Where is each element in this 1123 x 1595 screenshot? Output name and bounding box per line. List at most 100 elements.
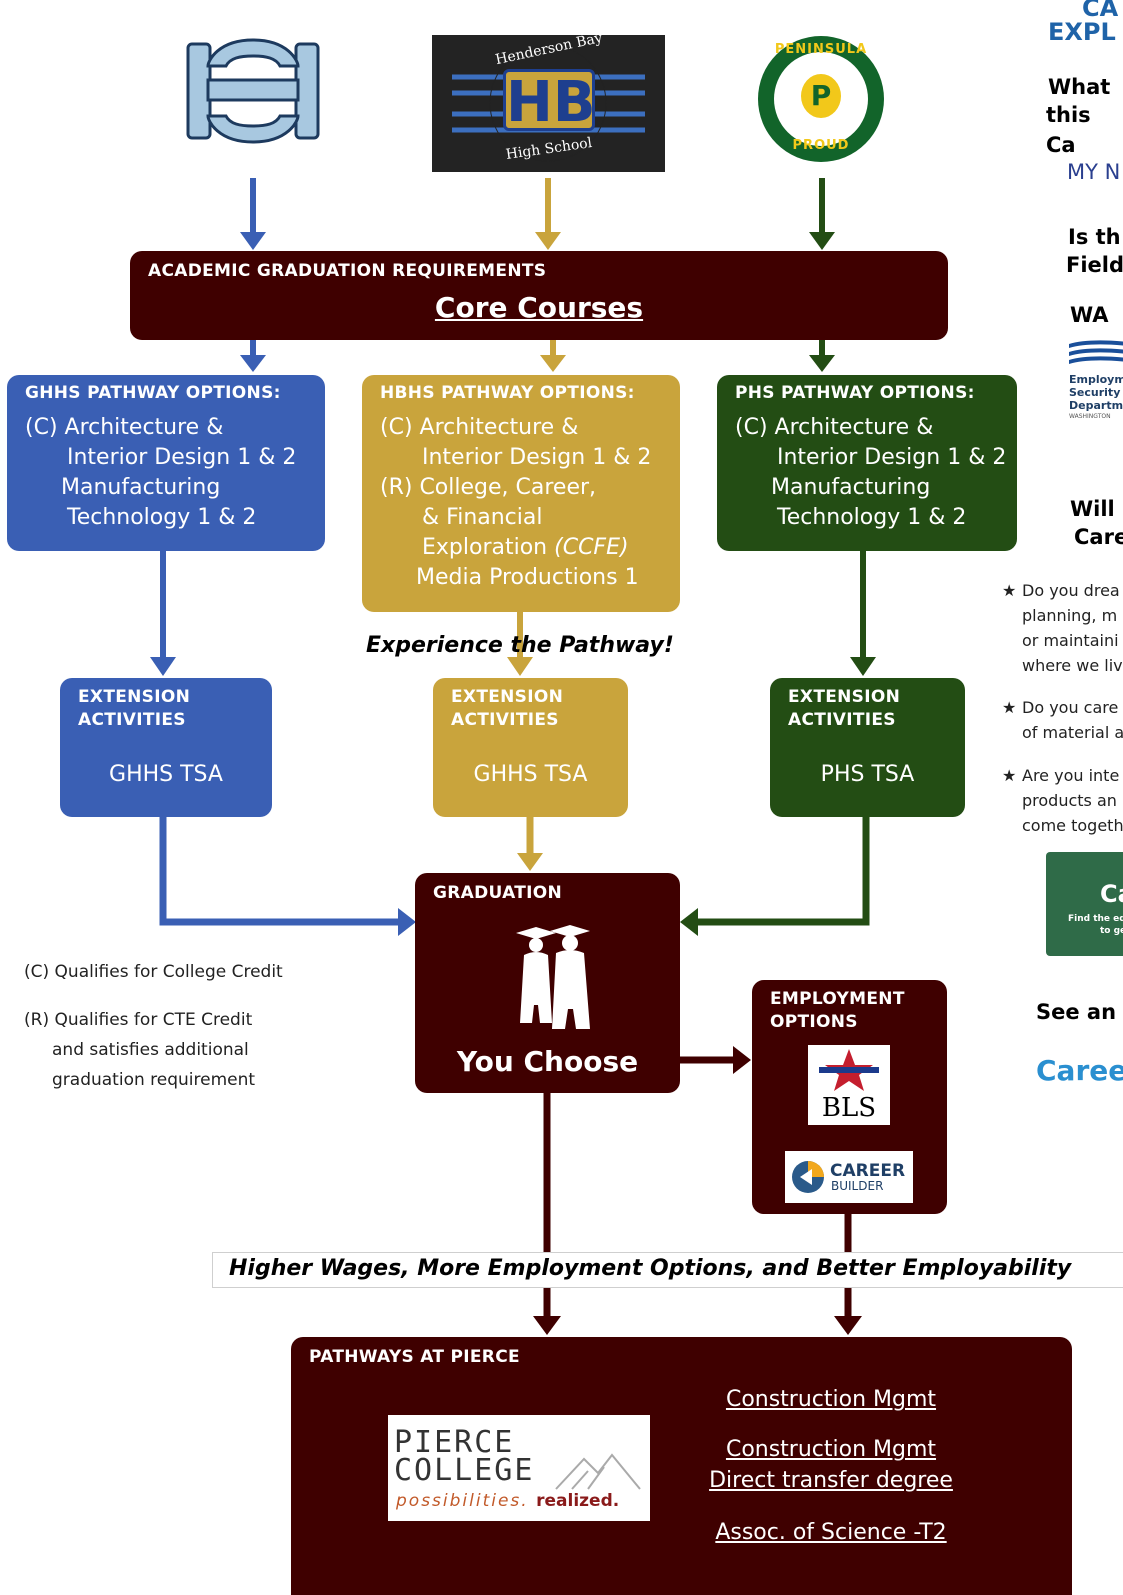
right-caree[interactable]: Caree [1036,1054,1123,1087]
phs-pathway-box: PHS PATHWAY OPTIONS: (C) Architecture & … [717,375,1017,551]
right-q3-2: Care [1074,525,1123,549]
career-badge[interactable]: Ca Find the edu to ge [1046,852,1123,956]
you-choose-title: You Choose [456,1045,639,1078]
career-badge-sub-1: Find the edu [1068,914,1123,924]
right-panel: CA EXPL What this Ca MY N Is th Field WA… [990,0,1123,1160]
career-builder-logo[interactable]: CAREER BUILDER [785,1151,913,1203]
career-builder-text-2: BUILDER [831,1179,884,1193]
ghhs-course-line: Manufacturing [61,475,221,500]
pierce-link-construction-mgmt[interactable]: Construction Mgmt [725,1387,937,1412]
star-icon: ★ [1002,581,1017,600]
ghhs-extension-box: EXTENSION ACTIVITIES GHHS TSA [60,678,272,817]
pierce-pathways-box: PATHWAYS AT PIERCE PIERCE COLLEGE possib… [291,1337,1072,1595]
esd-text-2: Security [1069,386,1121,399]
right-my-n[interactable]: MY N [1067,160,1121,184]
hbhs-pathway-header: HBHS PATHWAY OPTIONS: [380,383,635,403]
star-icon: ★ [1002,698,1017,717]
esd-wave-icon [1069,340,1123,364]
career-builder-text-1: CAREER [830,1161,906,1181]
esd-text-4: WASHINGTON [1069,413,1111,420]
extension-header-2: ACTIVITIES [78,710,186,730]
right-wa: WA [1070,303,1109,327]
pierce-link-assoc-science[interactable]: Assoc. of Science -T2 [715,1520,947,1545]
right-bullet-2: ★ Do you care of material a [1002,695,1123,745]
star-icon: ★ [1002,766,1017,785]
experience-label: Experience the Pathway! [366,633,674,658]
employment-header-2: OPTIONS [770,1012,858,1032]
bls-text: BLS [821,1093,877,1123]
legend-r-3: graduation requirement [52,1070,256,1090]
pierce-header: PATHWAYS AT PIERCE [309,1347,520,1367]
graduation-box: GRADUATION You Choose [415,873,680,1093]
graduates-icon [516,925,590,1029]
hbhs-course-line: (R) College, Career, [380,475,597,500]
academic-requirements-box: ACADEMIC GRADUATION REQUIREMENTS Core Co… [130,251,948,340]
right-bullet-1: ★ Do you drea planning, m or maintaini w… [1002,578,1123,678]
bullet-line: come togeth [1022,816,1123,835]
legend-c: (C) Qualifies for College Credit [24,962,283,982]
bls-star-icon [819,1049,879,1091]
hbhs-course-abbrev: (CCFE) [554,535,629,560]
pierce-logo-line-1: PIERCE [394,1425,515,1460]
esd-text-1: Employm [1069,373,1123,386]
extension-value: GHHS TSA [473,762,588,787]
legend-r-1: (R) Qualifies for CTE Credit [24,1010,253,1030]
bullet-line: Do you drea [1022,581,1120,600]
bullet-line: products an [1022,791,1117,810]
esd-logo[interactable]: Employm Security Departm WASHINGTON [1069,338,1123,438]
extension-header-2: ACTIVITIES [451,710,559,730]
peninsula-logo: PENINSULA P PROUD [758,36,884,162]
phs-course-line: Interior Design 1 & 2 [777,445,1007,470]
bullet-line: or maintaini [1022,631,1119,650]
phs-course-line: Technology 1 & 2 [777,505,967,530]
bullet-line: where we liv [1022,656,1123,675]
esd-text-3: Departm [1069,399,1123,412]
bullet-line: Are you inte [1022,766,1120,785]
extension-value: GHHS TSA [109,762,223,787]
right-see-an: See an [1036,1000,1117,1024]
ghhs-course-line: Interior Design 1 & 2 [67,445,297,470]
hbhs-course-line: (C) Architecture & [380,415,579,440]
gh-logo [186,38,320,144]
peninsula-bottom-text: PROUD [792,138,850,153]
phs-course-line: Manufacturing [771,475,931,500]
hb-logo: Henderson Bay HB High School [432,30,665,172]
ghhs-course-line: (C) Architecture & [25,415,224,440]
pierce-college-logo[interactable]: PIERCE COLLEGE possibilities. realized. [388,1415,650,1521]
career-badge-sub-2: to ge [1100,926,1123,936]
legend-r-2: and satisfies additional [52,1040,249,1060]
career-badge-text: Ca [1100,880,1123,908]
right-q1-2: this Ca [1046,103,1091,157]
hbhs-extension-box: EXTENSION ACTIVITIES GHHS TSA [433,678,628,817]
pierce-link-construction-mgmt-dtd[interactable]: Construction Mgmt [725,1437,937,1462]
right-q3-1: Will [1070,497,1115,521]
pierce-logo-tag-1: possibilities. [396,1491,529,1511]
peninsula-top-text: PENINSULA [774,42,868,57]
employment-options-box: EMPLOYMENT OPTIONS BLS CAREER BUILDER [752,980,947,1214]
phs-extension-box: EXTENSION ACTIVITIES PHS TSA [770,678,965,817]
peninsula-initials: P [801,74,841,118]
hb-initials: HB [503,69,596,134]
pierce-mountain-icon [555,1453,641,1490]
right-bullet-3: ★ Are you inte products an come togeth [1002,763,1123,838]
pierce-link-direct-transfer[interactable]: Direct transfer degree [709,1468,953,1493]
phs-course-line: (C) Architecture & [735,415,934,440]
ghhs-pathway-header: GHHS PATHWAY OPTIONS: [25,383,281,403]
bls-logo[interactable]: BLS [808,1045,890,1125]
ghhs-course-line: Technology 1 & 2 [67,505,257,530]
ghhs-pathway-box: GHHS PATHWAY OPTIONS: (C) Architecture &… [7,375,325,551]
pierce-logo-tag-2: realized. [536,1491,620,1511]
core-courses-title[interactable]: Core Courses [434,291,644,324]
employment-header-1: EMPLOYMENT [770,989,905,1009]
hbhs-course-line: Exploration [422,535,548,560]
right-q2-1: Is th [1068,225,1121,249]
graduation-header: GRADUATION [433,883,563,903]
phs-pathway-header: PHS PATHWAY OPTIONS: [735,383,975,403]
hbhs-course-line: Interior Design 1 & 2 [422,445,652,470]
career-builder-icon [792,1161,824,1193]
extension-header-1: EXTENSION [451,687,564,707]
extension-header-2: ACTIVITIES [788,710,896,730]
wages-banner: Higher Wages, More Employment Options, a… [212,1252,1123,1288]
right-panel-title-1: CA [1082,0,1119,22]
extension-header-1: EXTENSION [78,687,191,707]
